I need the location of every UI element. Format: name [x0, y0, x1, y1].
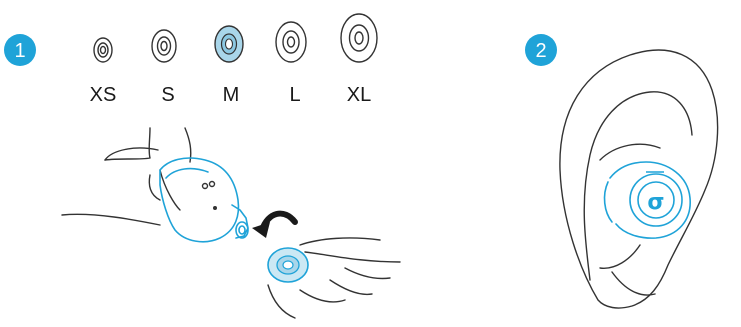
ear-tip-icon — [276, 22, 306, 62]
ear-tip-icon — [152, 30, 176, 62]
step-2-number: 2 — [535, 40, 546, 62]
ear-tip-icon-selected — [215, 26, 243, 62]
ear-tip-row: XS S M L XL — [90, 14, 377, 106]
curved-arrow-icon — [252, 214, 295, 238]
ear-icon — [560, 50, 718, 308]
earbud-logo: σ — [647, 190, 664, 215]
step-2-badge: 2 — [525, 34, 557, 66]
size-label-s: S — [161, 84, 174, 106]
size-label-m: M — [223, 84, 240, 106]
ear-tip-icon — [94, 38, 112, 62]
size-label-xl: XL — [347, 84, 371, 106]
step-1-number: 1 — [14, 40, 25, 62]
earbud-in-ear-icon: σ — [605, 162, 691, 238]
size-label-xs: XS — [90, 84, 117, 106]
step-1-illustration — [62, 128, 400, 318]
step-1-badge: 1 — [4, 34, 36, 66]
ear-tip-icon — [341, 14, 377, 62]
ear-tip-icon — [268, 248, 308, 282]
size-label-l: L — [289, 84, 300, 106]
hand-icon — [62, 128, 191, 225]
